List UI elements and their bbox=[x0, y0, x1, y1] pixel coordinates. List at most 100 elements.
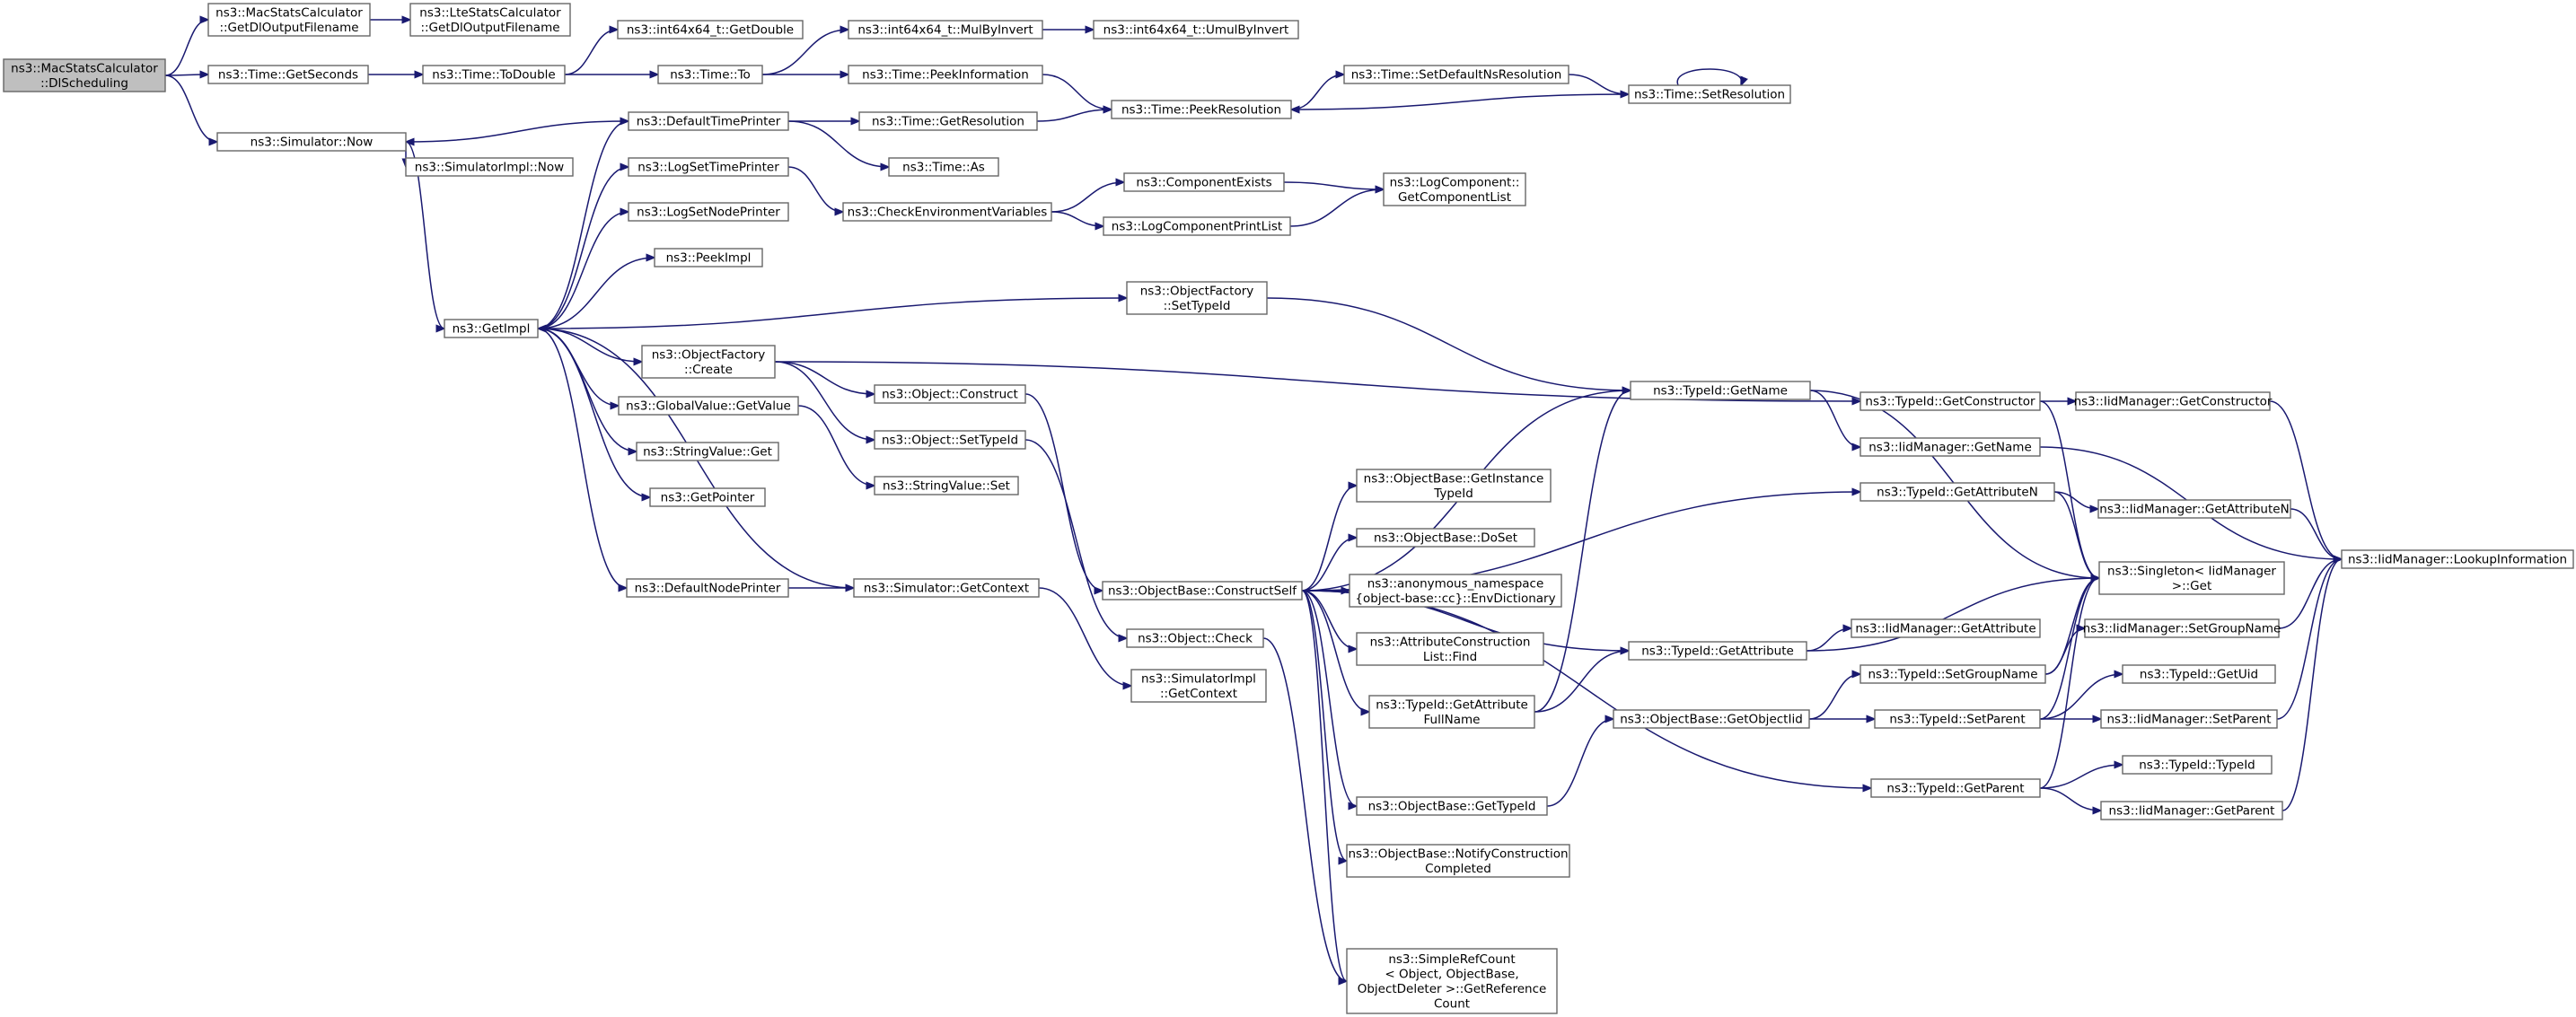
node-int64_umulbyinvert[interactable]: ns3::int64x64_t::UmulByInvert bbox=[1093, 20, 1299, 39]
node-box[interactable] bbox=[1859, 437, 2041, 457]
node-int64_mulbyinvert[interactable]: ns3::int64x64_t::MulByInvert bbox=[848, 20, 1043, 39]
node-globalvalue_getvalue[interactable]: ns3::GlobalValue::GetValue bbox=[618, 396, 799, 416]
node-iid_lookupinfo[interactable]: ns3::IidManager::LookupInformation bbox=[2341, 549, 2574, 569]
node-iid_getattributen[interactable]: ns3::IidManager::GetAttributeN bbox=[2097, 499, 2291, 519]
node-time_setdefaultns[interactable]: ns3::Time::SetDefaultNsResolution bbox=[1343, 65, 1569, 84]
node-box[interactable] bbox=[207, 3, 371, 37]
node-typeid_getattribute[interactable]: ns3::TypeId::GetAttribute bbox=[1628, 641, 1807, 661]
node-defaultnodeprinter[interactable]: ns3::DefaultNodePrinter bbox=[626, 578, 789, 598]
node-box[interactable] bbox=[1368, 695, 1535, 729]
node-iid_getparent[interactable]: ns3::IidManager::GetParent bbox=[2100, 801, 2283, 820]
node-box[interactable] bbox=[874, 430, 1026, 450]
node-time_to[interactable]: ns3::Time::To bbox=[657, 65, 763, 84]
node-box[interactable] bbox=[1613, 709, 1810, 729]
node-box[interactable] bbox=[2122, 664, 2276, 684]
node-box[interactable] bbox=[1346, 948, 1558, 1014]
node-box[interactable] bbox=[2098, 561, 2285, 595]
node-box[interactable] bbox=[2122, 755, 2273, 775]
node-typeid_getparent[interactable]: ns3::TypeId::GetParent bbox=[1870, 778, 2041, 798]
node-box[interactable] bbox=[1630, 381, 1811, 400]
node-sim_getcontext[interactable]: ns3::Simulator::GetContext bbox=[853, 578, 1040, 598]
node-box[interactable] bbox=[641, 345, 776, 379]
node-int64_getdouble[interactable]: ns3::int64x64_t::GetDouble bbox=[617, 20, 804, 39]
node-logcomp_getlist[interactable]: ns3::LogComponent::GetComponentList bbox=[1383, 172, 1526, 206]
node-time_todouble[interactable]: ns3::Time::ToDouble bbox=[422, 65, 566, 84]
node-sim_now[interactable]: ns3::Simulator::Now bbox=[216, 132, 407, 152]
node-box[interactable] bbox=[216, 132, 407, 152]
node-getimpl[interactable]: ns3::GetImpl bbox=[444, 319, 539, 338]
node-typeid_getname[interactable]: ns3::TypeId::GetName bbox=[1630, 381, 1811, 400]
node-box[interactable] bbox=[848, 65, 1043, 84]
node-objbase_notifyconstruction[interactable]: ns3::ObjectBase::NotifyConstructionCompl… bbox=[1346, 844, 1570, 878]
node-box[interactable] bbox=[1356, 796, 1548, 816]
node-time_getseconds[interactable]: ns3::Time::GetSeconds bbox=[207, 65, 369, 84]
node-typeid_setgroupname[interactable]: ns3::TypeId::SetGroupName bbox=[1859, 664, 2046, 684]
node-objbase_doset[interactable]: ns3::ObjectBase::DoSet bbox=[1356, 528, 1535, 548]
node-box[interactable] bbox=[1874, 709, 2041, 729]
node-box[interactable] bbox=[1349, 574, 1562, 608]
node-logsetnodeprinter[interactable]: ns3::LogSetNodePrinter bbox=[628, 202, 789, 222]
node-object_check[interactable]: ns3::Object::Check bbox=[1126, 628, 1264, 648]
node-box[interactable] bbox=[2100, 709, 2278, 729]
node-box[interactable] bbox=[1356, 469, 1552, 503]
node-box[interactable] bbox=[1851, 618, 2041, 638]
node-box[interactable] bbox=[2084, 618, 2280, 638]
node-peekimpl[interactable]: ns3::PeekImpl bbox=[654, 248, 763, 267]
node-typeid_getattributen[interactable]: ns3::TypeId::GetAttributeN bbox=[1859, 482, 2055, 502]
node-box[interactable] bbox=[1859, 391, 2041, 411]
node-iid_getconstructor[interactable]: ns3::IidManager::GetConstructor bbox=[2074, 391, 2273, 411]
node-stringvalue_get[interactable]: ns3::StringValue::Get bbox=[636, 442, 779, 461]
node-box[interactable] bbox=[207, 65, 369, 84]
node-box[interactable] bbox=[2097, 499, 2291, 519]
node-box[interactable] bbox=[1628, 641, 1807, 661]
node-lte_getdl[interactable]: ns3::LteStatsCalculator::GetDlOutputFile… bbox=[409, 3, 571, 37]
node-getdlfname[interactable]: ns3::MacStatsCalculator::GetDlOutputFile… bbox=[207, 3, 371, 37]
node-objbase_constructself[interactable]: ns3::ObjectBase::ConstructSelf bbox=[1102, 581, 1303, 601]
node-box[interactable] bbox=[1093, 20, 1299, 39]
node-time_setres[interactable]: ns3::Time::SetResolution bbox=[1628, 84, 1791, 104]
node-box[interactable] bbox=[617, 20, 804, 39]
node-box[interactable] bbox=[2100, 801, 2283, 820]
node-anon_envdict[interactable]: ns3::anonymous_namespace{object-base::cc… bbox=[1349, 574, 1562, 608]
node-box[interactable] bbox=[848, 20, 1043, 39]
node-box[interactable] bbox=[888, 157, 999, 177]
node-objbase_gettypeid[interactable]: ns3::ObjectBase::GetTypeId bbox=[1356, 796, 1548, 816]
node-box[interactable] bbox=[628, 111, 789, 131]
node-getpointer[interactable]: ns3::GetPointer bbox=[649, 487, 766, 507]
node-checkenv[interactable]: ns3::CheckEnvironmentVariables bbox=[842, 202, 1052, 222]
node-box[interactable] bbox=[1123, 172, 1285, 192]
node-box[interactable] bbox=[3, 58, 166, 92]
node-box[interactable] bbox=[874, 476, 1019, 495]
node-iid_setgroupname[interactable]: ns3::IidManager::SetGroupName bbox=[2083, 618, 2281, 638]
node-iid_getattribute[interactable]: ns3::IidManager::GetAttribute bbox=[1851, 618, 2041, 638]
node-typeid_setparent[interactable]: ns3::TypeId::SetParent bbox=[1874, 709, 2041, 729]
node-box[interactable] bbox=[618, 396, 799, 416]
node-box[interactable] bbox=[409, 3, 571, 37]
node-box[interactable] bbox=[654, 248, 763, 267]
node-box[interactable] bbox=[1343, 65, 1569, 84]
node-box[interactable] bbox=[444, 319, 539, 338]
node-singleton_get[interactable]: ns3::Singleton< IidManager >::Get bbox=[2098, 561, 2285, 595]
node-objbase_getobjectiid[interactable]: ns3::ObjectBase::GetObjectIid bbox=[1613, 709, 1810, 729]
node-box[interactable] bbox=[1346, 844, 1570, 878]
node-typeid_typeid[interactable]: ns3::TypeId::TypeId bbox=[2122, 755, 2273, 775]
node-box[interactable] bbox=[1126, 628, 1264, 648]
node-logsettimeprinter[interactable]: ns3::LogSetTimePrinter bbox=[628, 157, 789, 177]
node-logcompprintlist[interactable]: ns3::LogComponentPrintList bbox=[1103, 216, 1291, 236]
node-box[interactable] bbox=[2075, 391, 2271, 411]
node-iid_getname[interactable]: ns3::IidManager::GetName bbox=[1859, 437, 2041, 457]
node-box[interactable] bbox=[1859, 482, 2055, 502]
node-simplerefcount[interactable]: ns3::SimpleRefCount< Object, ObjectBase,… bbox=[1346, 948, 1558, 1014]
node-stringvalue_set[interactable]: ns3::StringValue::Set bbox=[874, 476, 1019, 495]
node-box[interactable] bbox=[874, 384, 1026, 404]
node-box[interactable] bbox=[1102, 581, 1303, 601]
node-box[interactable] bbox=[628, 157, 789, 177]
node-box[interactable] bbox=[405, 157, 574, 177]
node-object_construct[interactable]: ns3::Object::Construct bbox=[874, 384, 1026, 404]
node-box[interactable] bbox=[1859, 664, 2046, 684]
node-typeid_getuid[interactable]: ns3::TypeId::GetUid bbox=[2122, 664, 2276, 684]
node-box[interactable] bbox=[858, 111, 1038, 131]
node-time_getres[interactable]: ns3::Time::GetResolution bbox=[858, 111, 1038, 131]
